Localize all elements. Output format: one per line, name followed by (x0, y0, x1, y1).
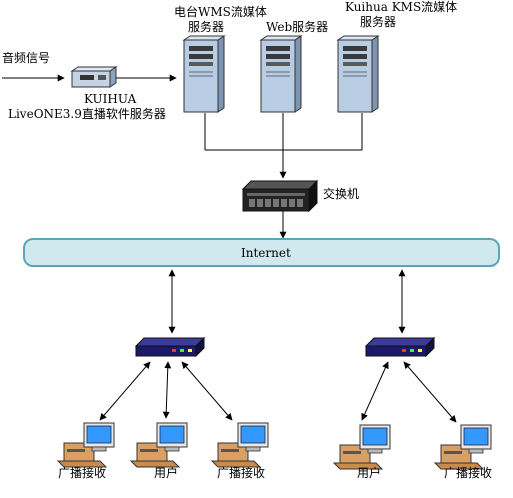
switch-icon (241, 179, 319, 213)
client-pc-5-icon (434, 424, 492, 470)
web-server-label: Web服务器 (266, 19, 328, 34)
client-2-label: 用户 (154, 465, 178, 480)
web-server-icon (260, 35, 302, 113)
wms-server-icon (183, 35, 225, 113)
client-3-label: 广播接收 (217, 465, 265, 480)
kms-server-label-line2: 服务器 (360, 14, 396, 29)
live-server-label-line2: LiveONE3.9直播软件服务器 (8, 106, 166, 121)
wms-server-label-line2: 服务器 (188, 19, 224, 34)
router-left-icon (135, 337, 205, 357)
client-1-label: 广播接收 (58, 465, 106, 480)
switch-label: 交换机 (323, 186, 359, 201)
live-server-icon (70, 66, 118, 88)
client-pc-1-icon (57, 422, 115, 468)
client-pc-2-icon (130, 422, 188, 468)
client-links (99, 361, 457, 423)
client-pc-3-icon (211, 422, 269, 468)
kms-server-icon (337, 35, 379, 113)
audio-signal-label: 音频信号 (2, 50, 50, 65)
wms-server-label-line1: 电台WMS流媒体 (174, 4, 267, 19)
live-server-label-line1: KUIHUA (84, 92, 137, 106)
kms-server-label-line1: Kuihua KMS流媒体 (345, 0, 457, 14)
internet-label: Internet (241, 246, 291, 260)
server-bus (204, 113, 363, 151)
client-pc-4-icon (333, 424, 391, 470)
internet-bar (23, 238, 500, 267)
client-4-label: 用户 (357, 465, 381, 480)
router-right-icon (365, 337, 435, 357)
client-5-label: 广播接收 (444, 465, 492, 480)
